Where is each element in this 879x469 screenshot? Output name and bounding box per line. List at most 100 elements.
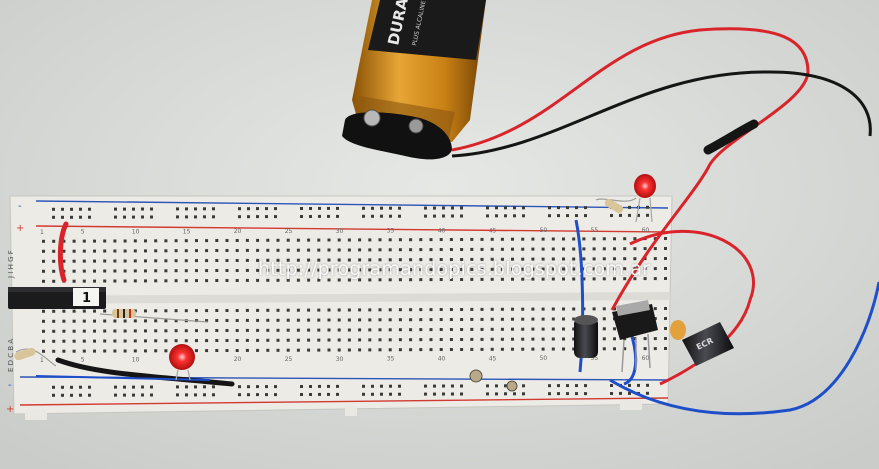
breadboard-hole bbox=[500, 237, 504, 241]
breadboard-hole bbox=[42, 239, 45, 243]
column-number: 55 bbox=[591, 227, 599, 234]
breadboard-hole bbox=[613, 257, 616, 261]
breadboard-hole bbox=[610, 384, 613, 387]
breadboard-hole bbox=[225, 279, 229, 282]
breadboard-hole bbox=[72, 259, 76, 263]
breadboard-hole bbox=[265, 215, 268, 219]
breadboard-hole bbox=[500, 327, 504, 331]
breadboard-hole bbox=[93, 339, 96, 343]
breadboard-hole bbox=[592, 247, 596, 251]
breadboard-hole bbox=[643, 277, 647, 281]
breadboard-hole bbox=[235, 239, 239, 242]
breadboard-hole bbox=[337, 308, 341, 312]
breadboard-hole bbox=[378, 258, 382, 262]
breadboard-hole bbox=[602, 237, 606, 241]
breadboard-hole bbox=[562, 347, 565, 351]
breadboard-hole bbox=[154, 349, 158, 353]
breadboard-hole bbox=[500, 307, 504, 311]
breadboard-hole bbox=[490, 267, 494, 271]
breadboard-hole bbox=[184, 329, 188, 333]
breadboard-hole bbox=[378, 308, 382, 312]
breadboard-hole bbox=[225, 319, 229, 322]
breadboard-hole bbox=[460, 206, 463, 210]
breadboard-hole bbox=[265, 207, 268, 211]
breadboard-hole bbox=[113, 349, 117, 353]
breadboard-hole bbox=[653, 347, 657, 351]
breadboard-hole bbox=[123, 249, 127, 253]
breadboard-hole bbox=[653, 267, 657, 271]
breadboard-hole bbox=[215, 349, 219, 352]
breadboard-hole bbox=[513, 392, 516, 396]
breadboard-hole bbox=[103, 239, 107, 243]
breadboard-hole bbox=[541, 247, 545, 251]
breadboard-hole bbox=[490, 327, 494, 331]
breadboard-hole bbox=[62, 249, 66, 253]
breadboard-hole bbox=[245, 308, 249, 312]
breadboard-hole bbox=[103, 259, 107, 263]
breadboard-hole bbox=[531, 317, 535, 321]
breadboard-hole bbox=[398, 328, 402, 332]
breadboard-hole bbox=[286, 308, 290, 312]
breadboard-hole bbox=[572, 237, 576, 241]
breadboard-hole bbox=[256, 338, 260, 342]
breadboard-hole bbox=[500, 317, 504, 321]
breadboard-hole bbox=[144, 319, 147, 323]
breadboard-hole bbox=[643, 337, 647, 341]
breadboard-hole bbox=[184, 249, 188, 253]
breadboard-hole bbox=[582, 267, 586, 271]
breadboard-hole bbox=[551, 237, 555, 241]
breadboard-hole bbox=[103, 249, 107, 253]
breadboard-hole bbox=[623, 247, 627, 251]
breadboard-hole bbox=[531, 237, 535, 241]
breadboard-hole bbox=[490, 337, 494, 341]
breadboard-hole bbox=[557, 392, 560, 396]
breadboard-hole bbox=[307, 258, 311, 262]
breadboard-hole bbox=[256, 258, 260, 262]
breadboard-hole bbox=[327, 338, 331, 342]
breadboard-hole bbox=[62, 349, 66, 353]
breadboard-hole bbox=[235, 259, 239, 262]
breadboard-hole bbox=[327, 258, 331, 262]
breadboard-hole bbox=[113, 239, 117, 243]
breadboard-hole bbox=[337, 278, 341, 282]
breadboard-hole bbox=[358, 258, 362, 262]
breadboard-hole bbox=[358, 308, 362, 312]
breadboard-hole bbox=[521, 337, 525, 341]
breadboard-hole bbox=[480, 237, 484, 241]
breadboard-hole bbox=[584, 214, 587, 218]
breadboard-hole bbox=[195, 269, 198, 273]
column-number: 40 bbox=[438, 228, 446, 235]
breadboard-hole bbox=[646, 205, 649, 209]
breadboard-hole bbox=[557, 384, 560, 388]
breadboard-hole bbox=[575, 384, 578, 388]
breadboard-hole bbox=[62, 309, 66, 313]
breadboard-hole bbox=[132, 385, 135, 389]
breadboard-hole bbox=[388, 318, 392, 322]
breadboard-hole bbox=[511, 347, 514, 351]
breadboard-hole bbox=[531, 337, 535, 341]
breadboard-hole bbox=[336, 384, 339, 388]
breadboard-hole bbox=[195, 309, 198, 313]
watermark-url: http://programandopics.blogspot.com.ar bbox=[258, 258, 651, 280]
breadboard-hole bbox=[429, 238, 433, 242]
rail-minus-top: - bbox=[18, 201, 22, 212]
breadboard-hole bbox=[362, 392, 365, 396]
breadboard-hole bbox=[643, 347, 647, 351]
column-number: 35 bbox=[387, 356, 395, 363]
breadboard-hole bbox=[470, 337, 474, 341]
breadboard-hole bbox=[449, 348, 453, 351]
breadboard-hole bbox=[602, 267, 606, 271]
breadboard-hole bbox=[154, 279, 158, 283]
breadboard-hole bbox=[592, 307, 596, 311]
breadboard-hole bbox=[371, 384, 374, 388]
breadboard-hole bbox=[114, 385, 117, 389]
breadboard-hole bbox=[174, 239, 178, 243]
breadboard-hole bbox=[613, 267, 616, 271]
breadboard-hole bbox=[245, 318, 249, 322]
breadboard-hole bbox=[513, 206, 516, 210]
breadboard-hole bbox=[184, 309, 188, 313]
breadboard-hole bbox=[150, 385, 153, 389]
breadboard-hole bbox=[79, 207, 82, 211]
breadboard-hole bbox=[318, 206, 321, 210]
breadboard-hole bbox=[388, 258, 392, 262]
